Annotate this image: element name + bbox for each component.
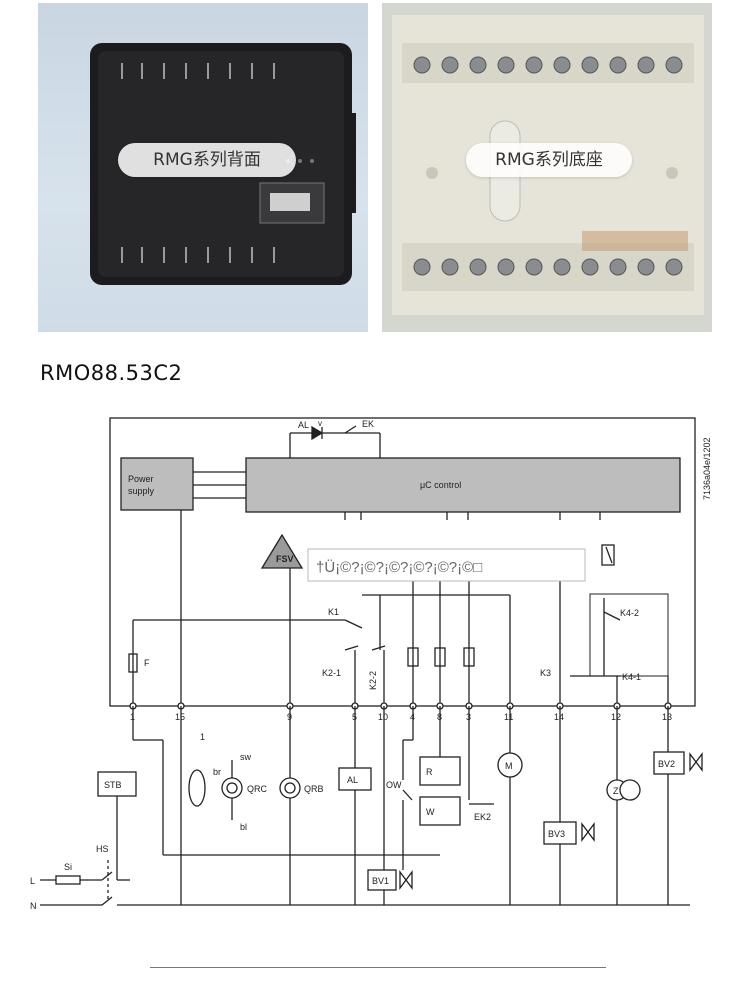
- device-sw: sw: [240, 752, 252, 762]
- device-ow: OW: [386, 780, 402, 790]
- terminal-9: 9: [287, 712, 292, 722]
- device-1: 1: [200, 732, 205, 742]
- device-hs: HS: [96, 844, 109, 854]
- top-al-label: AL: [298, 420, 309, 430]
- terminal-4: 4: [410, 712, 415, 722]
- relay-k4-2: K4-2: [620, 608, 639, 618]
- device-bv3: BV3: [548, 829, 565, 839]
- terminal-15: 15: [175, 712, 185, 722]
- uc-control-label: μC control: [420, 480, 461, 490]
- terminal-5: 5: [352, 712, 357, 722]
- device-ek2: EK2: [474, 812, 491, 822]
- top-v-label: v: [318, 419, 322, 428]
- device-bv1: BV1: [372, 876, 389, 886]
- model-title: RMO88.53C2: [40, 361, 183, 385]
- relay-k2-2: K2-2: [368, 671, 378, 690]
- device-z: Z: [613, 786, 619, 796]
- device-bl: bl: [240, 822, 247, 832]
- relay-k1: K1: [328, 607, 339, 617]
- device-si: Si: [64, 862, 72, 872]
- device-n: N: [30, 901, 37, 911]
- caption-rmg-back: RMG系列背面: [118, 143, 296, 177]
- device-r: R: [426, 767, 433, 777]
- relay-k4-1: K4-1: [622, 672, 641, 682]
- device-al: AL: [347, 775, 358, 785]
- bottom-divider: [150, 967, 606, 968]
- device-br: br: [213, 767, 221, 777]
- terminal-13: 13: [662, 712, 672, 722]
- device-w: W: [426, 807, 435, 817]
- power-supply-label-1: Power: [128, 474, 154, 484]
- terminal-14: 14: [554, 712, 564, 722]
- terminal-3: 3: [466, 712, 471, 722]
- device-bv2: BV2: [658, 759, 675, 769]
- device-m: M: [505, 761, 513, 771]
- device-stb: STB: [104, 780, 122, 790]
- top-ek-label: EK: [362, 419, 374, 429]
- terminal-10: 10: [378, 712, 388, 722]
- terminal-1: 1: [130, 712, 135, 722]
- controller-base-illustration: [392, 15, 704, 315]
- power-supply-label-2: supply: [128, 486, 155, 496]
- device-qrc: QRC: [247, 784, 268, 794]
- relay-k3: K3: [540, 668, 551, 678]
- doc-code: 7136a04e/1202: [702, 437, 712, 500]
- terminal-12: 12: [611, 712, 621, 722]
- fuse-f: F: [144, 658, 150, 668]
- caption-rmg-base: RMG系列底座: [466, 143, 632, 177]
- terminal-8: 8: [437, 712, 442, 722]
- garbled-overlay-text: †Ü¡©?¡©?¡©?¡©?¡©?¡©□: [316, 558, 482, 576]
- device-qrb: QRB: [304, 784, 324, 794]
- relay-k2-1: K2-1: [322, 668, 341, 678]
- device-l: L: [30, 876, 35, 886]
- fsv-label: FSV: [276, 554, 294, 564]
- overlay-box: [307, 548, 586, 582]
- terminal-11: 11: [504, 712, 513, 722]
